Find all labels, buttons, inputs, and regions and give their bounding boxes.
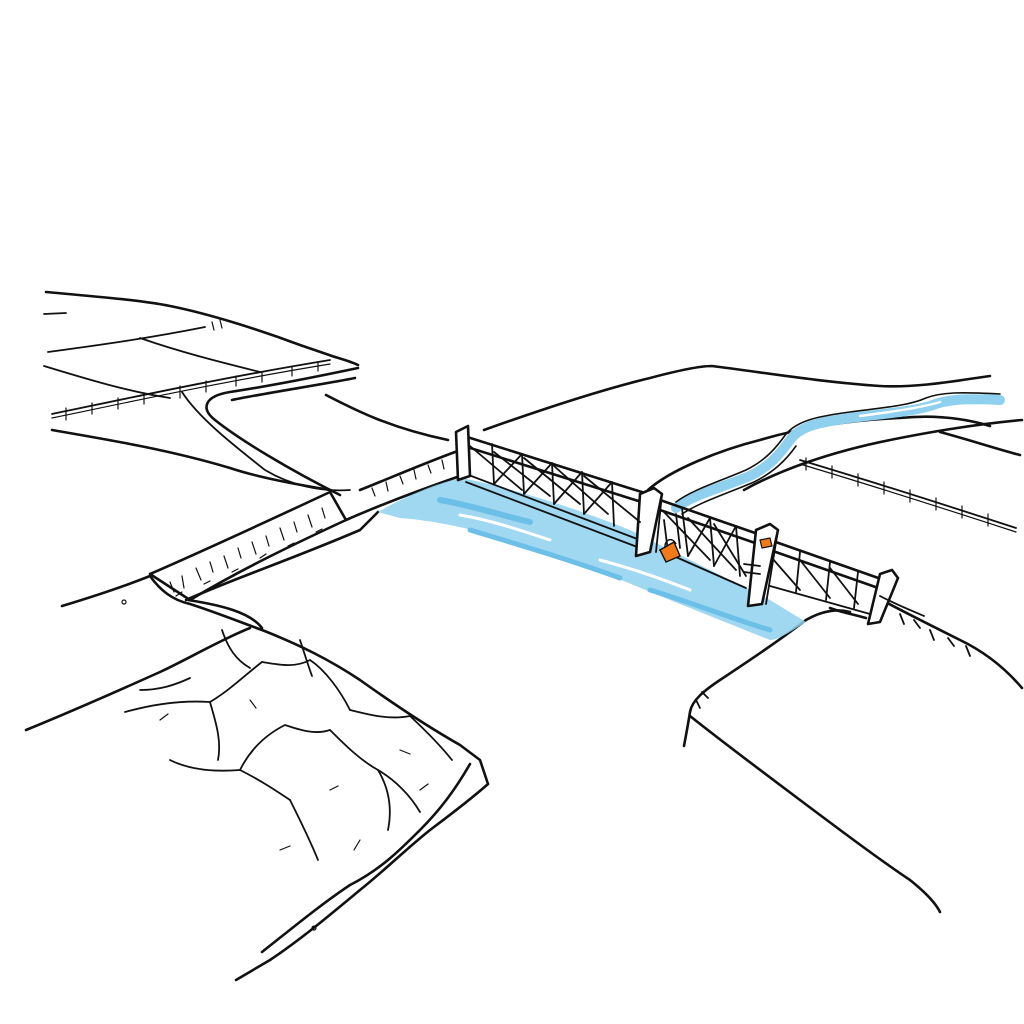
cracked-dry-field — [24, 574, 490, 982]
left-canal-wall — [148, 450, 462, 602]
distant-fields — [43, 290, 360, 421]
gate-post-center — [634, 486, 664, 558]
far-canal-banks — [50, 366, 450, 497]
right-canal-bank — [682, 609, 942, 914]
right-far-fields — [482, 364, 1024, 690]
lock-icon — [659, 538, 681, 563]
canal-bed — [184, 510, 380, 630]
canal-water — [378, 392, 1005, 640]
gate-post-left — [454, 424, 472, 482]
sluice-gate-icon — [454, 424, 900, 626]
right-gate-wall — [828, 595, 925, 620]
gate-post-right-center — [746, 522, 780, 608]
water-surface — [378, 478, 806, 640]
